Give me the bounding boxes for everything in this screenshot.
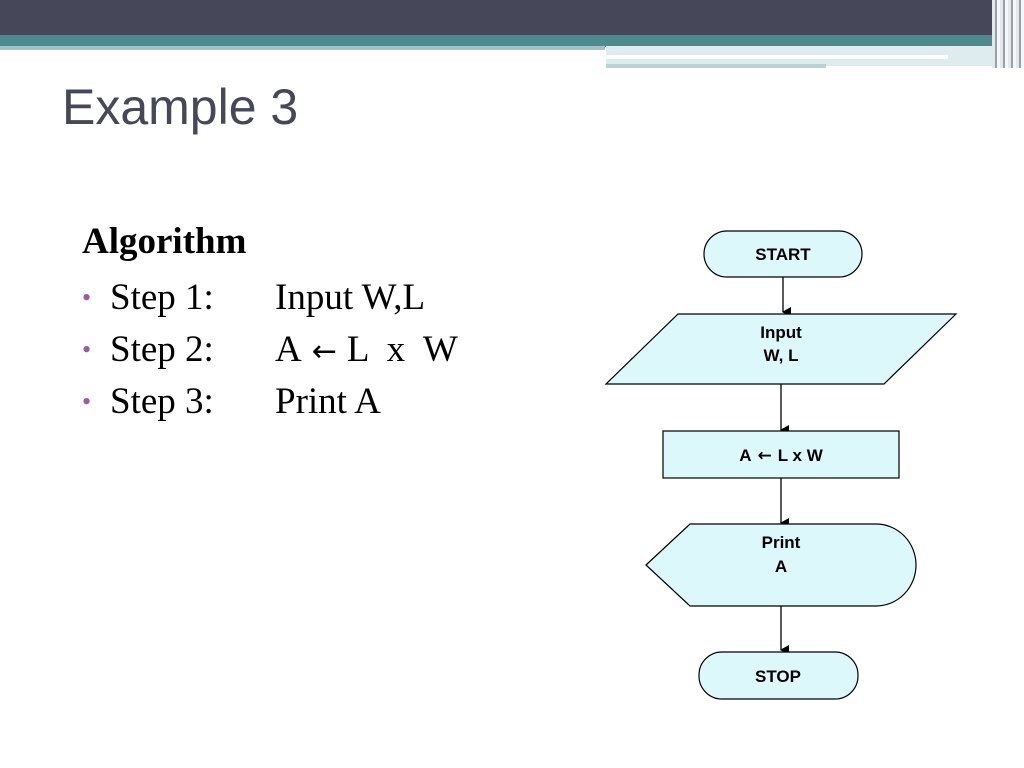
process-rhs: L x W	[778, 446, 824, 465]
header-vertical-bars	[992, 0, 1024, 68]
header-accent-band	[0, 35, 1000, 47]
bullet-icon: •	[82, 387, 92, 416]
algorithm-step: • Step 1: Input W,L	[82, 273, 458, 325]
algorithm-steps: • Step 1: Input W,L • Step 2: A ← L x W • Step …	[82, 273, 458, 429]
step-text: Input W,L	[275, 277, 426, 318]
stop-label: STOP	[755, 667, 801, 686]
header-strip-line	[606, 55, 948, 59]
step-label: Step 2:	[110, 329, 214, 370]
process-lhs: A	[739, 446, 751, 465]
step-text: Print A	[275, 381, 381, 422]
step-label: Step 3:	[110, 381, 214, 422]
process-label: A ← L x W	[739, 446, 824, 466]
step-lhs: A	[275, 329, 302, 370]
header-band	[0, 0, 1024, 36]
algorithm-step: • Step 2: A ← L x W	[82, 325, 458, 377]
input-label-line2: W, L	[764, 346, 799, 365]
bullet-icon: •	[82, 335, 92, 364]
slide-title: Example 3	[62, 79, 299, 135]
output-label-line1: Print	[762, 533, 801, 552]
step-rhs: L x W	[346, 329, 458, 370]
bullet-icon: •	[82, 283, 92, 312]
stop-node: STOP	[698, 651, 859, 700]
left-arrow-icon: ←	[311, 334, 337, 369]
output-label-line2: A	[775, 557, 787, 576]
algorithm-step: • Step 3: Print A	[82, 377, 458, 429]
header-strip-line-short	[606, 64, 826, 68]
input-node: Input W, L	[604, 313, 958, 385]
left-arrow-icon: ←	[758, 446, 772, 466]
step-label: Step 1:	[110, 277, 214, 318]
input-label-line1: Input	[760, 323, 802, 342]
algorithm-heading: Algorithm	[82, 221, 247, 262]
process-node: A ← L x W	[662, 430, 900, 479]
header-accent-light	[0, 46, 605, 50]
start-node: START	[703, 230, 863, 278]
output-node: Print A	[645, 523, 917, 607]
start-label: START	[755, 245, 811, 264]
